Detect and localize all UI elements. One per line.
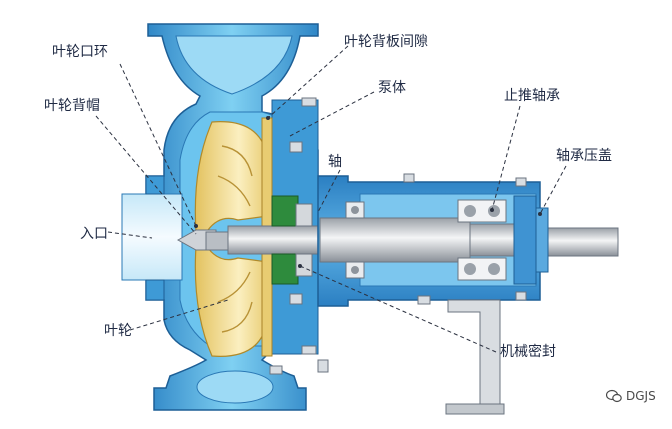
watermark-text: DGJS (626, 389, 656, 403)
label-back-plate-gap: 叶轮背板间隙 (344, 34, 428, 50)
label-inlet: 入口 (80, 226, 108, 242)
label-shaft: 轴 (328, 154, 342, 170)
label-bearing-gland: 轴承压盖 (556, 148, 612, 164)
mechanical-seal (271, 195, 313, 285)
label-impeller: 叶轮 (104, 323, 132, 339)
leader-dots (194, 116, 542, 268)
label-pump-body: 泵体 (378, 80, 406, 96)
label-impeller-ring: 叶轮口环 (52, 44, 108, 60)
label-impeller-back-cap: 叶轮背帽 (44, 98, 100, 114)
inlet-nozzle (121, 175, 183, 301)
leader-lines (95, 45, 567, 353)
bearing-housing (317, 173, 549, 307)
chat-bubble-icon (606, 389, 622, 403)
label-thrust-bearing: 止推轴承 (504, 88, 560, 104)
label-mechanical-seal: 机械密封 (500, 344, 556, 360)
support-bracket (445, 299, 505, 415)
watermark: DGJS (606, 389, 656, 403)
